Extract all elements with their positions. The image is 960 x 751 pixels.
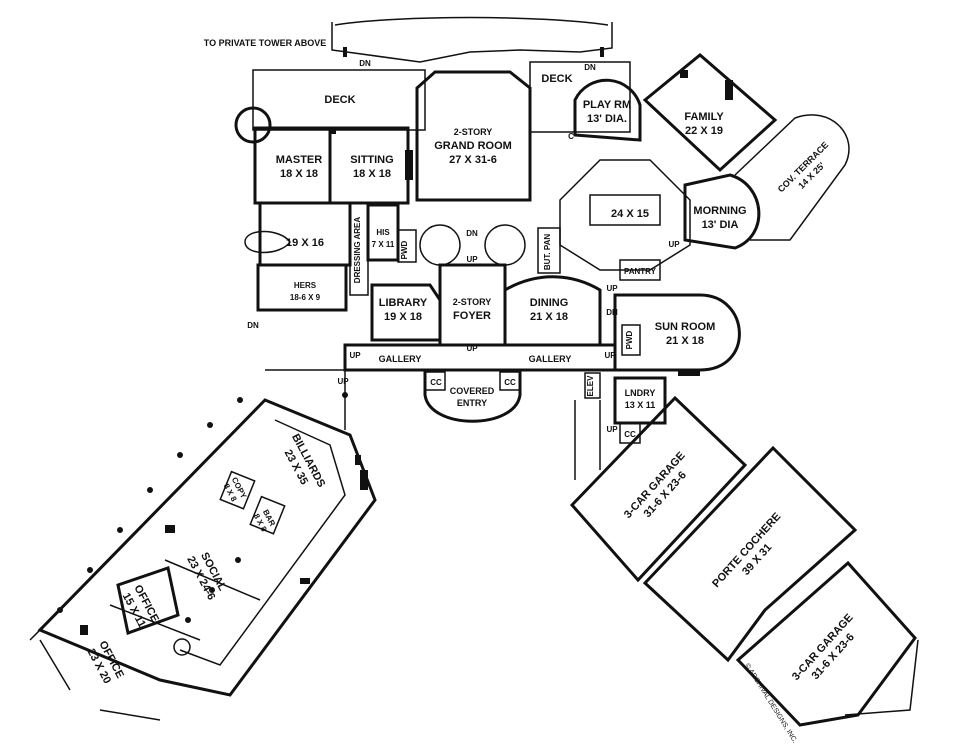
gallery-left-label: GALLERY bbox=[379, 354, 422, 364]
covered-terrace bbox=[734, 114, 850, 241]
morning-room bbox=[683, 173, 761, 250]
grand-room-label-3: 27 X 31-6 bbox=[449, 154, 497, 166]
dn-foyer: DN bbox=[466, 229, 478, 238]
deck-left-label: DECK bbox=[324, 94, 355, 106]
master-label-1: MASTER bbox=[276, 154, 323, 166]
dn-deck-left: DN bbox=[359, 59, 371, 68]
deck-area bbox=[252, 16, 631, 133]
cc-left-label: CC bbox=[430, 378, 442, 387]
covered-entry bbox=[423, 370, 522, 423]
stair-right bbox=[484, 224, 526, 266]
up-wing: UP bbox=[337, 377, 349, 386]
but-pan-label: BUT. PAN bbox=[543, 234, 552, 271]
sitting-label-1: SITTING bbox=[350, 154, 393, 166]
gallery-right-label: GALLERY bbox=[529, 354, 572, 364]
cc-right-label: CC bbox=[504, 378, 516, 387]
laundry-label-2: 13 X 11 bbox=[625, 400, 656, 410]
sun-room-label-2: 21 X 18 bbox=[666, 335, 704, 347]
foyer-label-2: FOYER bbox=[453, 310, 491, 322]
private-tower bbox=[234, 106, 272, 144]
master-label-2: 18 X 18 bbox=[280, 168, 318, 180]
dining-label-1: DINING bbox=[530, 297, 569, 309]
his-label-2: 7 X 11 bbox=[372, 240, 395, 249]
up-gallery-center: UP bbox=[466, 344, 478, 353]
library-label-2: 19 X 18 bbox=[384, 311, 422, 323]
up-morning: UP bbox=[668, 240, 680, 249]
sitting-label-2: 18 X 18 bbox=[353, 168, 391, 180]
sun-room-label-1: SUN ROOM bbox=[655, 321, 716, 333]
dn-dining: DN bbox=[606, 308, 618, 317]
bar-room bbox=[249, 495, 286, 535]
grand-room-label-2: GRAND ROOM bbox=[434, 140, 512, 152]
morning-label-2: 13' DIA bbox=[702, 219, 739, 231]
grand-room-label-1: 2-STORY bbox=[454, 127, 493, 137]
play-room bbox=[573, 78, 642, 142]
office-small bbox=[116, 566, 180, 635]
dn-master: DN bbox=[247, 321, 259, 330]
up-service: UP bbox=[606, 425, 618, 434]
cc-service-label: CC bbox=[624, 430, 636, 439]
pwd-left bbox=[397, 229, 417, 263]
play-room-label-1: PLAY RM bbox=[583, 99, 631, 111]
dining-label-2: 21 X 18 bbox=[530, 311, 568, 323]
up-gallery-right: UP bbox=[604, 351, 616, 360]
elev-label: ELEV bbox=[586, 375, 595, 397]
cc-left bbox=[424, 371, 446, 391]
cc-right bbox=[499, 371, 521, 391]
tub bbox=[244, 230, 291, 254]
kitchen-label: 24 X 15 bbox=[611, 208, 649, 220]
butler-pantry bbox=[537, 227, 561, 274]
hers-label-2: 18-6 X 9 bbox=[290, 293, 321, 302]
kitchen-island bbox=[589, 194, 661, 226]
covered-entry-label-1: COVERED bbox=[450, 386, 495, 396]
library bbox=[370, 283, 442, 342]
master-bath bbox=[258, 201, 352, 267]
his-label-1: HIS bbox=[376, 228, 390, 237]
play-room-label-2: 13' DIA. bbox=[587, 113, 627, 125]
up-gallery-left: UP bbox=[349, 351, 361, 360]
morning-label-1: MORNING bbox=[693, 205, 746, 217]
pantry-label: PANTRY bbox=[624, 267, 657, 276]
laundry-label-1: LNDRY bbox=[625, 388, 656, 398]
hers-closet bbox=[256, 263, 348, 312]
pwd-right-label: PWD bbox=[625, 330, 634, 349]
copy-room bbox=[219, 470, 256, 510]
tower-label: TO PRIVATE TOWER ABOVE bbox=[204, 38, 327, 48]
deck-right-label: DECK bbox=[541, 73, 572, 85]
bath-label: 19 X 16 bbox=[286, 237, 324, 249]
elevator bbox=[584, 372, 601, 399]
dressing-label: DRESSING AREA bbox=[353, 217, 362, 284]
garage-2 bbox=[735, 560, 917, 727]
garage-1 bbox=[569, 395, 748, 583]
dn-deck-right: DN bbox=[584, 63, 596, 72]
left-wing bbox=[29, 369, 377, 721]
pantry bbox=[619, 259, 661, 281]
up-foyer: UP bbox=[466, 255, 478, 264]
pwd-left-label: PWD bbox=[400, 240, 409, 259]
stair-left bbox=[419, 224, 461, 266]
kitchen bbox=[559, 159, 691, 271]
wall-details bbox=[57, 47, 733, 635]
foyer-label-1: 2-STORY bbox=[453, 297, 492, 307]
pwd-right bbox=[621, 324, 641, 356]
family-label-1: FAMILY bbox=[684, 111, 724, 123]
c-label: C bbox=[568, 132, 574, 141]
hers-label-1: HERS bbox=[294, 281, 317, 290]
library-label-1: LIBRARY bbox=[379, 297, 428, 309]
gallery bbox=[343, 343, 617, 372]
porte-cochere bbox=[642, 445, 858, 663]
grand-room bbox=[415, 70, 532, 202]
family-label-2: 22 X 19 bbox=[685, 125, 723, 137]
sun-room bbox=[613, 293, 741, 372]
up-dining: UP bbox=[606, 284, 618, 293]
dining-room bbox=[503, 275, 602, 347]
covered-entry-label-2: ENTRY bbox=[457, 398, 487, 408]
